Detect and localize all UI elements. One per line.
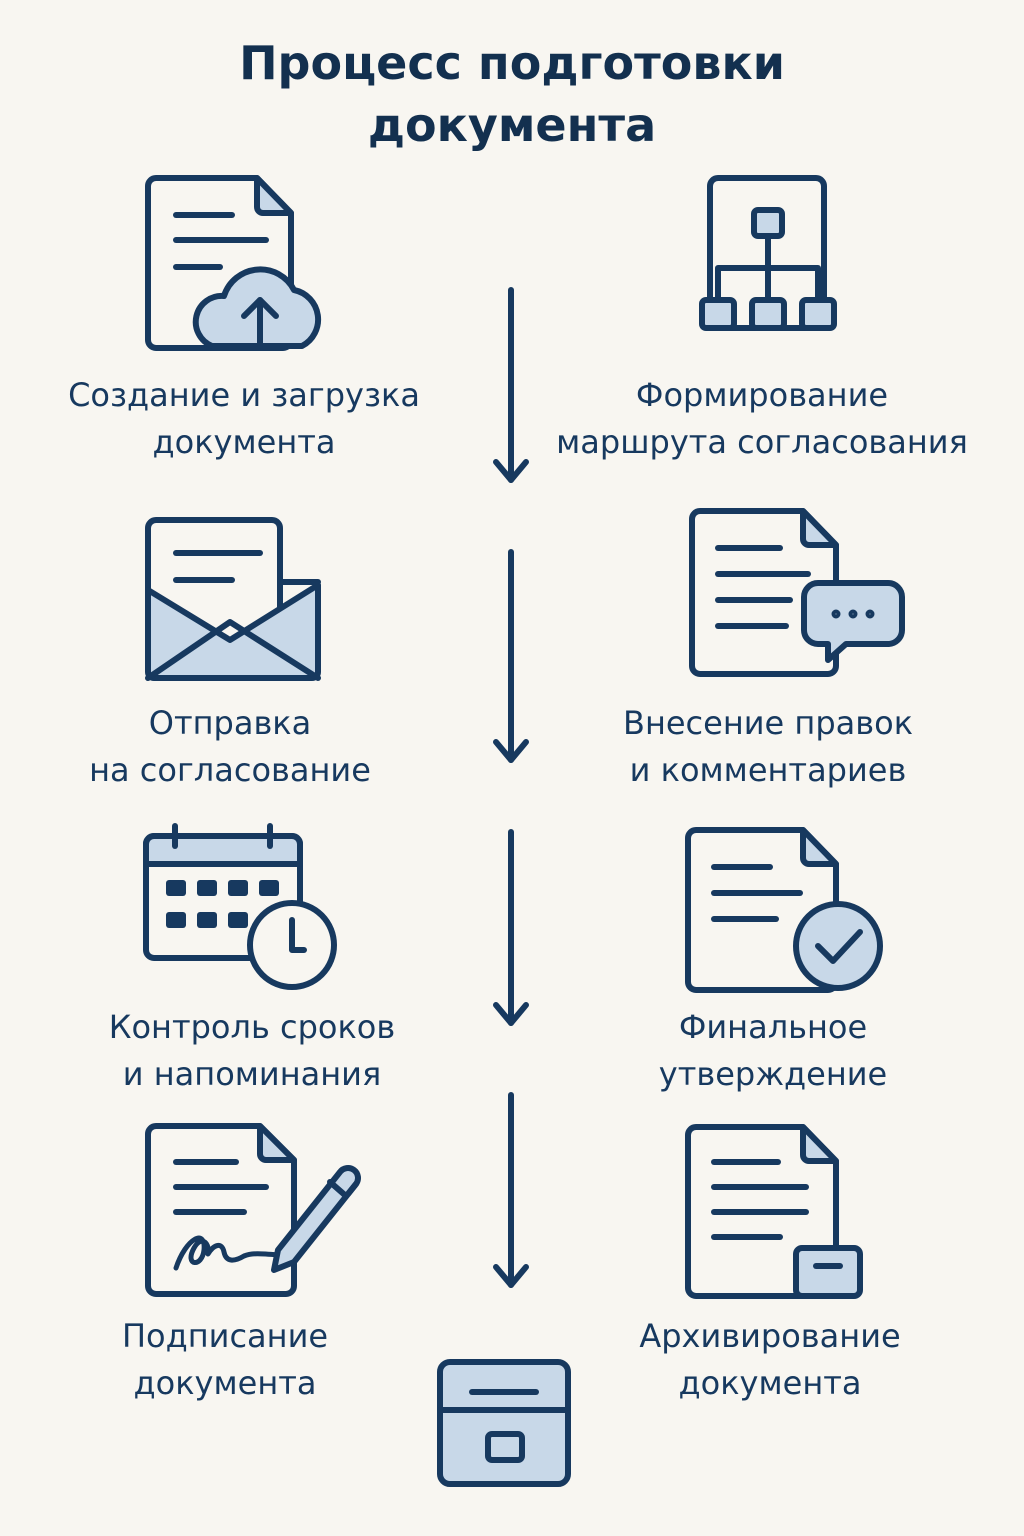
step-label-create-upload: Создание и загрузка документа [4,372,484,466]
label-line: документа [133,1364,317,1402]
step-label-archiving: Архивирование документа [530,1313,1010,1407]
step-label-edits: Внесение правок и комментариев [528,700,1008,794]
flow-arrow-4 [493,1092,529,1288]
document-signature-pen-icon [145,1123,361,1297]
title-line-2: документа [367,98,657,152]
label-line: Архивирование [639,1317,901,1355]
label-line: и напоминания [122,1055,382,1093]
label-line: Финальное [678,1008,868,1046]
document-cloud-upload-icon [145,175,322,351]
approval-route-hierarchy-icon [699,175,837,331]
step-label-signing: Подписание документа [0,1313,465,1407]
label-line: Формирование [635,376,889,414]
flow-arrow-3 [493,829,529,1026]
flow-arrow-2 [493,549,529,763]
label-line: Подписание [121,1317,329,1355]
step-label-deadlines: Контроль сроков и напоминания [12,1004,492,1098]
label-line: документа [678,1364,862,1402]
page-title: Процесс подготовки документа [0,32,1024,156]
calendar-clock-icon [143,823,337,990]
label-line: маршрута согласования [556,423,968,461]
label-line: Отправка [148,704,312,742]
label-line: Создание и загрузка [68,376,420,414]
step-label-send: Отправка на согласование [0,700,470,794]
document-comment-icon [689,508,905,677]
step-label-approval: Финальное утверждение [533,1004,1013,1098]
document-archive-icon [685,1124,863,1299]
title-line-1: Процесс подготовки [239,36,785,90]
step-label-route: Формирование маршрута согласования [522,372,1002,466]
label-line: утверждение [658,1055,888,1093]
archive-box-icon [437,1359,571,1487]
document-check-icon [685,827,883,993]
label-line: Внесение правок [622,704,914,742]
label-line: документа [152,423,336,461]
label-line: Контроль сроков [108,1008,396,1046]
label-line: на согласование [89,751,371,789]
flow-arrow-1 [493,287,529,483]
label-line: и комментариев [629,751,907,789]
envelope-letter-icon [145,517,321,681]
